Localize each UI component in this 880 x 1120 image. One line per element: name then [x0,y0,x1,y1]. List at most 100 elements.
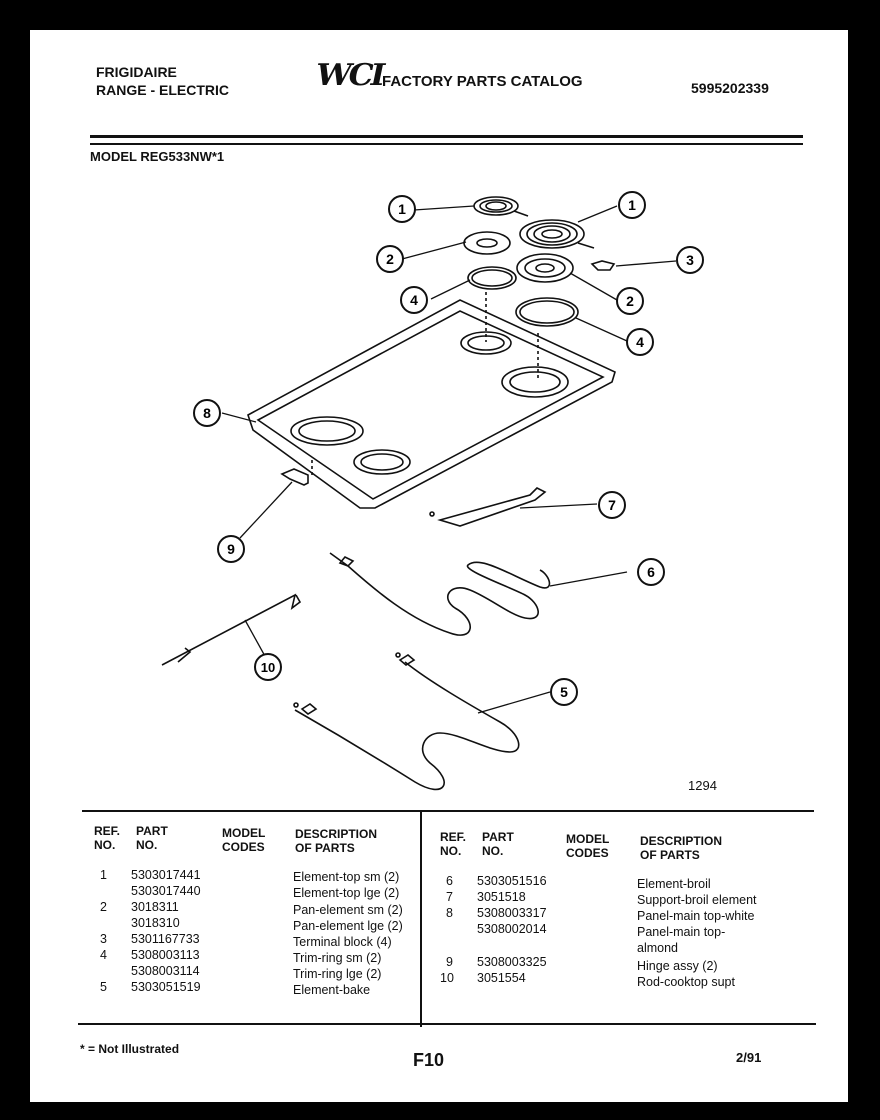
table-row-desc: Element-top sm (2) [293,870,400,884]
rod-cooktop-support [161,593,302,666]
table-divider [420,812,422,1027]
svg-text:7: 7 [608,497,616,513]
hinge-assy [280,468,309,486]
callout-9: 9 [217,535,245,563]
footnote: * = Not Illustrated [80,1042,180,1056]
callout-4a: 4 [400,286,428,314]
element-top-large [519,219,595,249]
svg-text:1: 1 [398,201,406,217]
table-row-desc: Element-top lge (2) [293,886,400,900]
bake-element [294,661,520,791]
header-rule-top [90,135,803,138]
svg-text:10: 10 [261,660,275,675]
table-row-ref: 10 [440,971,454,985]
table-row-ref: 3 [100,932,107,946]
svg-text:1: 1 [628,197,636,213]
table-row-ref: 8 [446,906,453,920]
table-row-desc: Terminal block (4) [293,935,392,949]
svg-text:4: 4 [410,292,418,308]
table-row-part: 5303017441 [131,868,201,882]
support-broil-element [437,487,547,527]
callout-10: 10 [254,653,282,681]
trim-ring-small [467,266,517,290]
callout-1a: 1 [388,195,416,223]
svg-text:2: 2 [386,251,394,267]
th-ref-left: REF.NO. [94,824,121,852]
table-row-desc: Rod-cooktop supt [637,975,735,989]
table-row-ref: 2 [100,900,107,914]
broil-element [329,552,551,636]
table-row-ref: 4 [100,948,107,962]
table-row-part: 5308003114 [131,964,200,978]
table-row-desc: Pan-element sm (2) [293,903,403,917]
table-row-part: 5301167733 [131,932,200,946]
table-bottom-rule [78,1023,816,1025]
page-number: F10 [413,1050,445,1070]
callout-3: 3 [676,246,704,274]
svg-text:2: 2 [626,293,634,309]
table-row-part: 5308002014 [477,922,547,936]
table-row-part: 5308003317 [477,906,547,920]
table-row-desc: Element-broil [637,877,711,891]
table-row-ref: 7 [446,890,453,904]
table-row-desc: Panel-main top- [637,925,726,939]
illustration-number: 1294 [688,778,717,793]
table-row-part: 5303051516 [477,874,547,888]
trim-ring-large [515,297,579,327]
table-row-desc: Element-bake [293,983,371,997]
table-row-desc: Pan-element lge (2) [293,919,403,933]
table-row-desc: Trim-ring lge (2) [293,967,382,981]
catalog-title: FACTORY PARTS CATALOG [382,73,583,90]
svg-text:8: 8 [203,405,211,421]
callout-4b: 4 [626,328,654,356]
header-rule-bottom [90,143,803,145]
table-row-ref: 5 [100,980,107,994]
catalog-number: 5995202339 [691,80,769,96]
table-row-ref: 6 [446,874,453,888]
svg-text:4: 4 [636,334,644,350]
table-row-desc: Support-broil element [637,893,757,907]
callout-6: 6 [637,558,665,586]
callout-8: 8 [193,399,221,427]
table-row-part: 5303017440 [131,884,201,898]
callout-1b: 1 [618,191,646,219]
table-row-ref: 9 [446,955,453,969]
svg-text:6: 6 [647,564,655,580]
table-row-part: 5308003325 [477,955,547,969]
element-top-small [473,196,529,217]
table-row-part: 3018310 [131,916,180,930]
table-row-part: 3051554 [477,971,526,985]
callout-2b: 2 [616,287,644,315]
callout-5: 5 [550,678,578,706]
table-row-part: 5303051519 [131,980,201,994]
exploded-parts-diagram [161,196,677,791]
revision-date: 2/91 [736,1050,762,1065]
svg-text:5: 5 [560,684,568,700]
table-row-desc: Trim-ring sm (2) [293,951,382,965]
pan-element-small [463,231,511,255]
terminal-block [590,260,616,271]
pan-element-large [516,253,574,283]
table-row-desc: Panel-main top-white [637,909,755,923]
brand-name: FRIGIDAIRE [96,64,177,80]
table-row-desc-cont: almond [637,941,678,955]
table-row-part: 3018311 [131,900,179,914]
table-row-ref: 1 [100,868,107,882]
table-row-part: 5308003113 [131,948,200,962]
leader-lines [221,205,677,714]
callout-7: 7 [598,491,626,519]
table-row-desc: Hinge assy (2) [637,959,718,973]
svg-text:9: 9 [227,541,235,557]
th-ref-right: REF.NO. [440,830,467,858]
catalog-page: FRIGIDAIRE RANGE - ELECTRIC WCI FACTORY … [30,30,848,1102]
wci-logo: WCI [316,58,385,93]
cooktop-panel [247,292,616,509]
callout-2a: 2 [376,245,404,273]
model-label: MODEL REG533NW*1 [90,149,225,164]
